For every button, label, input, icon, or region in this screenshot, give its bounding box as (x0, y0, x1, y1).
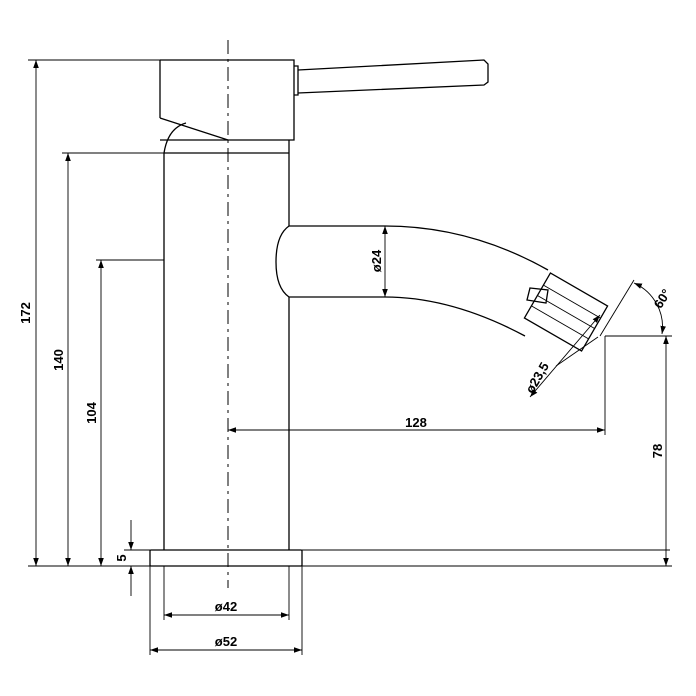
dim-42-label: ø42 (215, 599, 237, 614)
dim-60-arc (633, 282, 666, 335)
dim-172-label: 172 (18, 302, 33, 324)
angle-reference-line (599, 279, 635, 337)
dim-52-label: ø52 (215, 634, 237, 649)
dim-60-label: 60° (651, 286, 674, 311)
dimension-lines (33, 60, 669, 653)
dim-5-label: 5 (114, 554, 129, 561)
dim-140-label: 140 (51, 349, 66, 371)
faucet-body (149, 59, 609, 567)
dim-23-5-label: ø23,5 (522, 360, 552, 396)
dim-104-label: 104 (84, 401, 99, 423)
dim-78-label: 78 (650, 444, 665, 458)
dimension-labels: 172 140 104 5 ø24 128 78 ø42 ø52 ø23,5 6… (18, 249, 674, 649)
dim-24-label: ø24 (369, 249, 384, 272)
dim-23-5-line (529, 314, 601, 398)
extension-lines (28, 59, 672, 655)
dim-128-label: 128 (405, 415, 427, 430)
